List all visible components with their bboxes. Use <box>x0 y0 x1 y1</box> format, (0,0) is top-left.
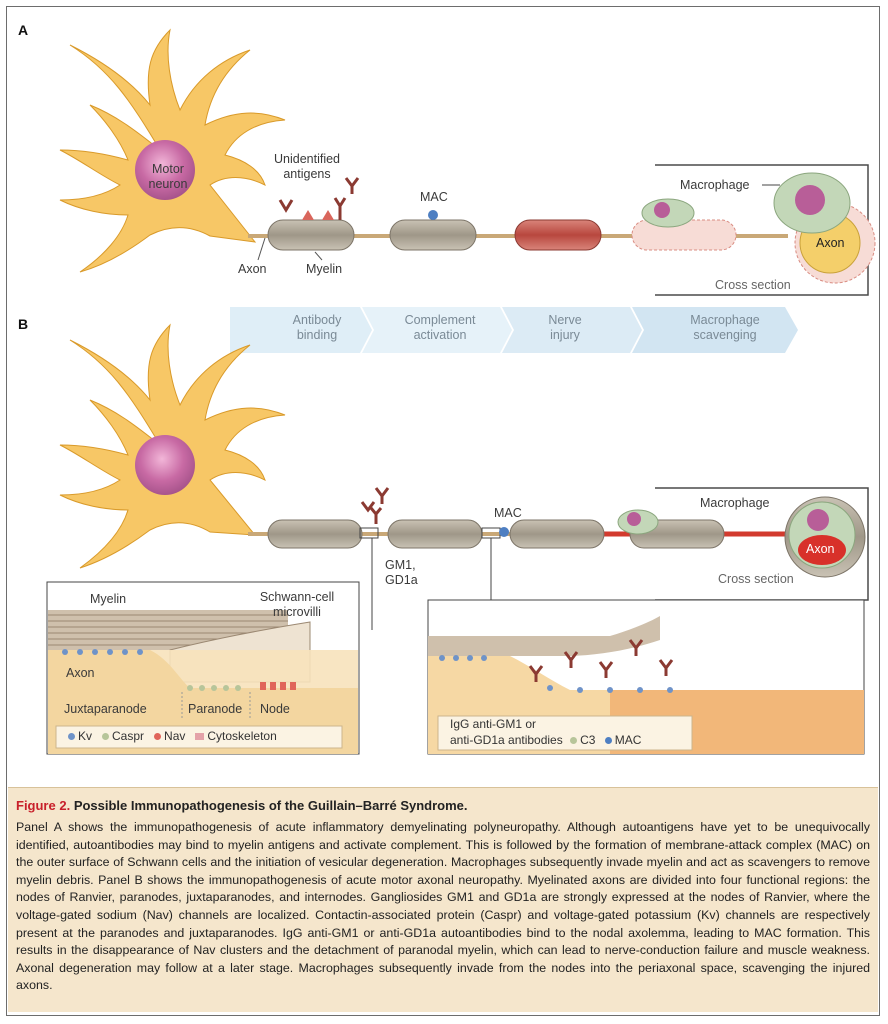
inset-left-legend: Kv Caspr Nav Cytoskeleton <box>68 729 277 743</box>
panel-b-letter: B <box>18 316 29 332</box>
myelin-segment <box>267 219 355 251</box>
cross-axon-label-b: Axon <box>806 542 835 556</box>
figure-label: Figure 2. <box>16 798 71 813</box>
mac-label-b: MAC <box>494 506 522 520</box>
unidentified-antigens-label: Unidentified antigens <box>273 152 340 181</box>
node-zoom-box-left <box>359 527 379 539</box>
antibody-icon <box>278 199 294 213</box>
axon-pointer <box>257 237 266 261</box>
myelin-label-a: Myelin <box>306 262 343 276</box>
stage-label-3: Nerve injury <box>548 313 582 342</box>
panel-a: A <box>10 10 878 310</box>
antibody-icon <box>344 177 360 194</box>
paranode-label: Paranode <box>188 702 243 716</box>
mac-icon <box>428 210 438 220</box>
myelin-segment <box>267 519 363 549</box>
nucleus-b <box>135 435 195 495</box>
legend-kv: Kv <box>68 729 92 743</box>
antigen-icon <box>322 210 334 220</box>
kv-channels <box>62 649 143 655</box>
cross-axon-label-a: Axon <box>816 236 845 250</box>
caption-title: Figure 2. Possible Immunopathogenesis of… <box>16 798 870 813</box>
cross-section-label-a: Cross section <box>715 278 791 292</box>
myelin-segment <box>509 519 605 549</box>
motor-neuron-label-a: Motor neuron <box>148 162 188 191</box>
stage-arrow-3 <box>502 307 642 353</box>
inset-axon-label: Axon <box>66 666 95 680</box>
legend-kv-label: Kv <box>78 729 93 743</box>
stage-label-2: Complement activation <box>404 313 476 342</box>
node-label: Node <box>260 702 290 716</box>
inset-right-legend: IgG anti-GM1 or anti-GD1a antibodies C3 … <box>450 716 641 748</box>
c3-swatch-icon <box>570 737 578 744</box>
inset-myelin-label: Myelin <box>90 592 127 606</box>
cross-section-axon-b <box>798 535 846 565</box>
macrophage-label-b: Macrophage <box>700 496 770 510</box>
legend-antibody-label: IgG anti-GM1 or anti-GD1a antibodies <box>450 717 563 747</box>
stage-arrows <box>230 307 798 353</box>
nav-swatch-icon <box>154 733 162 740</box>
mac-icon-b <box>499 527 509 537</box>
macrophage-label-a: Macrophage <box>680 178 750 192</box>
inset-right-legend-box <box>437 715 693 751</box>
myelin-pointer <box>314 251 323 261</box>
myelin-segment <box>389 219 477 251</box>
microvilli-label: Schwann-cell microvilli <box>259 590 335 619</box>
legend-nav: Nav <box>154 729 185 743</box>
antibody-icon <box>333 197 347 220</box>
legend-caspr: Caspr <box>102 729 144 743</box>
stage-arrow-2 <box>362 307 512 353</box>
panel-a-letter: A <box>18 22 29 38</box>
legend-mac: MAC <box>604 732 642 748</box>
figure-frame <box>6 6 880 1016</box>
stage-arrow-4 <box>632 307 798 353</box>
legend-cytoskeleton-label: Cytoskeleton <box>207 729 277 743</box>
legend-nav-label: Nav <box>164 729 186 743</box>
caption-body: Panel A shows the immunopathogenesis of … <box>16 820 870 993</box>
legend-c3-label: C3 <box>580 733 596 747</box>
juxtaparanode-label: Juxtaparanode <box>64 702 147 716</box>
caspr-swatch-icon <box>102 733 110 740</box>
panel-b: B <box>10 310 878 780</box>
cross-section-label-b: Cross section <box>718 572 794 586</box>
nav-channels <box>260 682 296 690</box>
mac-label-a: MAC <box>420 190 448 204</box>
cytoskeleton-swatch-icon <box>195 733 205 740</box>
legend-c3: C3 <box>570 732 595 748</box>
legend-caspr-label: Caspr <box>112 729 145 743</box>
mac-swatch-icon <box>604 737 612 744</box>
legend-cytoskeleton: Cytoskeleton <box>195 729 277 743</box>
macrophage-nucleus <box>654 202 670 218</box>
inset-right-myelin <box>428 616 660 656</box>
antibody-icon <box>360 501 376 513</box>
antibody-icon <box>374 487 390 504</box>
caspr-proteins <box>187 685 241 691</box>
cross-section-macrophage-nucleus-b <box>807 509 829 531</box>
gm1-gd1a-label: GM1, GD1a <box>385 558 418 587</box>
axon-label-a: Axon <box>238 262 267 276</box>
macrophage-nucleus-b <box>627 512 641 526</box>
nucleus-a <box>135 140 195 200</box>
kv-swatch-icon <box>68 733 75 740</box>
antigen-icon <box>302 210 314 220</box>
legend-mac-label: MAC <box>614 733 642 747</box>
antibody-icon <box>369 507 383 524</box>
inset-right-antibodies <box>528 639 674 682</box>
stage-arrow-1 <box>230 307 372 353</box>
inset-right-channels <box>439 655 673 693</box>
stage-label-1: Antibody binding <box>292 313 342 342</box>
injured-myelin-segment <box>514 219 602 251</box>
panel-a-illustration <box>59 28 876 296</box>
stage-label-4: Macrophage scavenging <box>690 313 760 342</box>
panel-b-illustration <box>46 323 869 755</box>
figure-title: Possible Immunopathogenesis of the Guill… <box>73 798 468 813</box>
figure-caption: Figure 2. Possible Immunopathogenesis of… <box>8 787 878 1012</box>
myelin-segment <box>387 519 483 549</box>
macrophage-large-nucleus <box>795 185 825 215</box>
